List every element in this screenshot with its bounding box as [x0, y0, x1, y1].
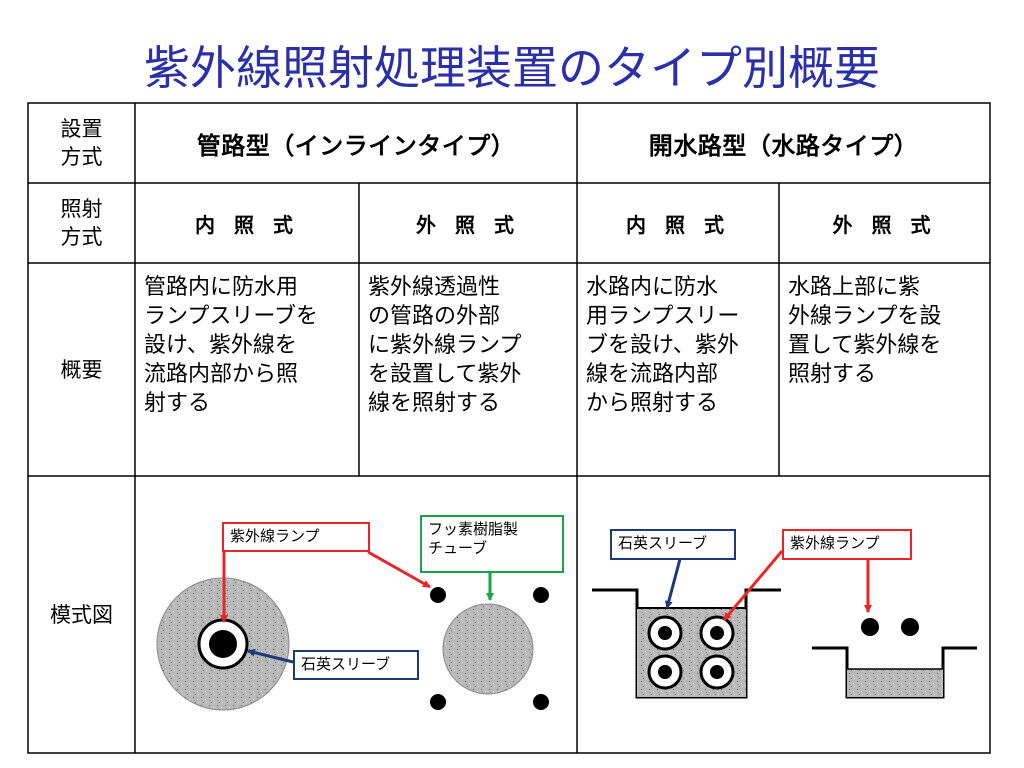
pipe-external-drawing [430, 587, 549, 710]
desc-line: 射する [144, 391, 211, 416]
desc-line: 紫外線透過性 [368, 275, 501, 300]
method-pipe-external: 外 照 式 [416, 212, 520, 237]
desc-line: 線を流路内部 [586, 362, 719, 387]
uv-lamp-dot [430, 694, 446, 710]
desc-line: 流路内部から照 [144, 362, 299, 387]
method-open-internal: 内 照 式 [626, 212, 730, 237]
uv-lamp-dot [861, 618, 879, 636]
uv-lamp-dot [533, 694, 549, 710]
row-label-overview: 概要 [60, 357, 103, 382]
desc-line: 用ランプスリー [586, 304, 740, 329]
row-label-schematic: 模式図 [50, 602, 113, 627]
uv-lamp-dot [901, 618, 919, 636]
description-pipe-internal: 管路内に防水用 ランプスリーブを 設け、紫外線を 流路内部から照 射する [144, 273, 356, 418]
uv-lamp-dot [430, 587, 446, 603]
desc-line: に紫外線ランプ [368, 333, 522, 358]
desc-line: ブを設け、紫外 [586, 333, 739, 358]
callout-quartz-sleeve-channel: 石英スリーブ [610, 529, 736, 560]
desc-line: 置して紫外線を [788, 333, 942, 358]
callout-uv-lamp-pipe: 紫外線ランプ [222, 522, 370, 552]
header-pipe-type: 管路型（インラインタイプ） [196, 131, 516, 160]
row-label-installation-line2: 方式 [60, 145, 103, 169]
callout-fluororesin-tube: フッ素樹脂製 チューブ [420, 515, 564, 573]
open-external-drawing [812, 618, 977, 699]
desc-line: から照射する [586, 391, 719, 416]
row-label-irradiation: 照射 方式 [28, 183, 135, 263]
description-open-external: 水路上部に紫 外線ランプを設 置して紫外線を 照射する [788, 273, 988, 389]
open-internal-drawing [592, 588, 781, 699]
row-label-irradiation-line2: 方式 [60, 225, 103, 249]
desc-line: 外線ランプを設 [788, 304, 942, 329]
method-open-external: 外 照 式 [832, 212, 937, 237]
callout-fluororesin-line2: チューブ [428, 539, 488, 557]
desc-line: 水路上部に紫 [788, 275, 921, 300]
desc-line: 管路内に防水用 [144, 275, 299, 300]
desc-line: 設け、紫外線を [144, 333, 297, 358]
row-label-irradiation-line1: 照射 [60, 197, 103, 221]
desc-line: 照射する [788, 362, 877, 387]
method-pipe-internal: 内 照 式 [195, 212, 299, 237]
header-open-channel-type: 開水路型（水路タイプ） [648, 131, 919, 160]
desc-line: の管路の外部 [368, 304, 501, 329]
row-label-installation-line1: 設置 [60, 117, 103, 141]
desc-line: を設置して紫外 [368, 362, 522, 387]
callout-uv-lamp-channel: 紫外線ランプ [782, 529, 912, 560]
desc-line: ランプスリーブを [144, 304, 319, 329]
uv-lamp-dot [209, 630, 237, 658]
callout-arrows [220, 550, 872, 664]
row-label-installation: 設置 方式 [28, 103, 135, 183]
pipe-internal-drawing [156, 577, 290, 711]
description-pipe-external: 紫外線透過性 の管路の外部 に紫外線ランプ を設置して紫外 線を照射する [368, 273, 574, 418]
page-title: 紫外線照射処理装置のタイプ別概要 [144, 41, 880, 95]
callout-quartz-sleeve-pipe: 石英スリーブ [293, 650, 419, 680]
description-open-internal: 水路内に防水 用ランプスリー ブを設け、紫外 線を流路内部 から照射する [586, 273, 778, 418]
uv-lamp-dot [533, 587, 549, 603]
callout-fluororesin-line1: フッ素樹脂製 [428, 520, 519, 538]
lamp-sleeve-grid [647, 615, 735, 690]
desc-line: 水路内に防水 [586, 275, 719, 300]
desc-line: 線を照射する [368, 391, 501, 416]
